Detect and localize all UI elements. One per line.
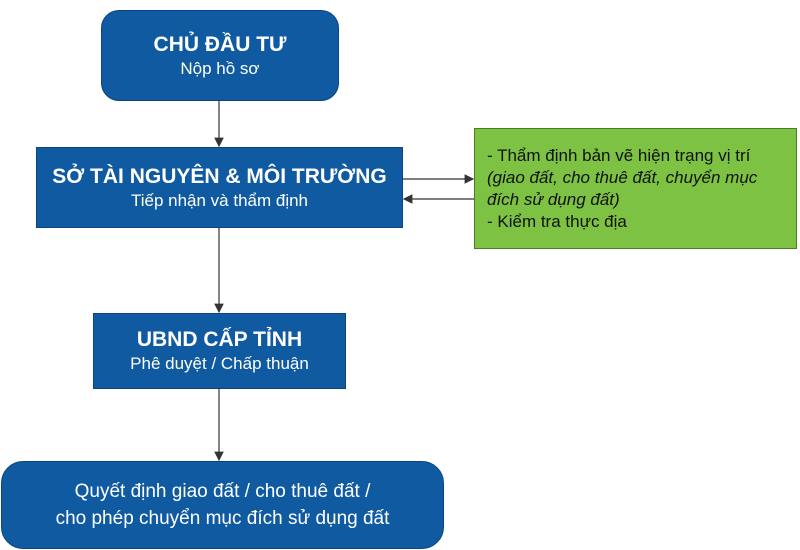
node-investor-title: CHỦ ĐẦU TƯ — [153, 32, 287, 56]
node-ubnd-title: UBND CẤP TỈNH — [136, 328, 303, 351]
node-investor: CHỦ ĐẦU TƯ Nộp hồ sơ — [101, 10, 339, 101]
side-line-4: - Kiểm tra thực địa — [487, 212, 627, 231]
node-decision-line-2: cho phép chuyển mục đích sử dụng đất — [55, 508, 390, 529]
node-department-title: SỞ TÀI NGUYÊN & MÔI TRƯỜNG — [52, 164, 387, 188]
node-decision: Quyết định giao đất / cho thuê đất / cho… — [1, 461, 444, 549]
node-investor-subtitle: Nộp hồ sơ — [180, 58, 260, 78]
node-decision-line-1: Quyết định giao đất / cho thuê đất / — [74, 481, 371, 502]
side-line-2: (giao đất, cho thuê đất, chuyển mục — [487, 168, 758, 187]
node-ubnd-subtitle: Phê duyệt / Chấp thuận — [130, 354, 309, 373]
node-appraisal-tasks: - Thẩm định bản vẽ hiện trạng vị trí (gi… — [474, 128, 797, 249]
node-ubnd: UBND CẤP TỈNH Phê duyệt / Chấp thuận — [93, 313, 346, 389]
node-department-subtitle: Tiếp nhận và thẩm định — [130, 190, 309, 210]
side-line-1: - Thẩm định bản vẽ hiện trạng vị trí — [487, 146, 751, 165]
node-department: SỞ TÀI NGUYÊN & MÔI TRƯỜNG Tiếp nhận và … — [36, 147, 403, 228]
side-line-3: đích sử dụng đất) — [487, 190, 620, 209]
